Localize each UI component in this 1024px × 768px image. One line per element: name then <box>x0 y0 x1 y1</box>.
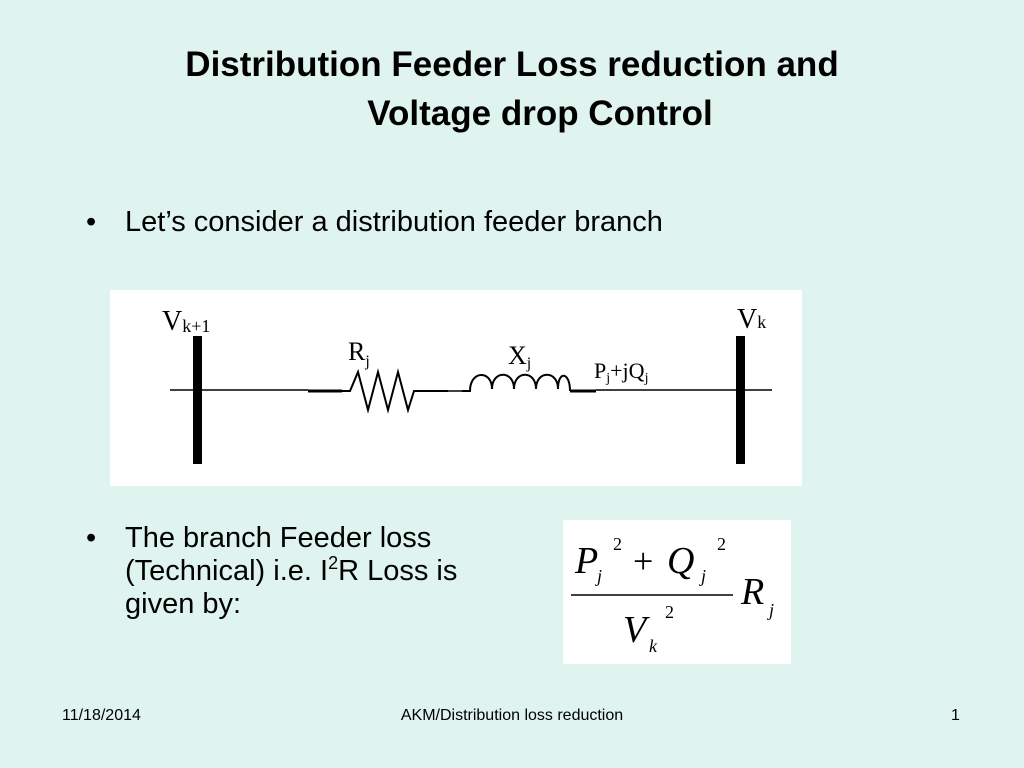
slide-title: Distribution Feeder Loss reduction and V… <box>0 40 1024 138</box>
formula-plus: + <box>633 541 653 581</box>
title-line-2: Voltage drop Control <box>367 94 713 133</box>
superscript-2: 2 <box>328 553 339 573</box>
footer-title: AKM/Distribution loss reduction <box>400 707 624 724</box>
bus-bar-left <box>193 336 202 464</box>
loss-formula: P j 2 + Q j 2 V k 2 R j <box>563 520 791 664</box>
formula-r: R <box>740 571 764 613</box>
bullet-marker: • <box>86 206 97 238</box>
circuit-svg: Vk+1 Vk Rj Xj Pj+jQj <box>162 304 772 464</box>
formula-r-sub: j <box>767 600 774 620</box>
formula-v-exp: 2 <box>665 602 674 622</box>
footer-page-number: 1 <box>951 707 960 724</box>
formula-p: P <box>574 540 598 582</box>
bullet-text-line-2: (Technical) i.e. I2R Loss is <box>125 553 458 587</box>
formula-p-exp: 2 <box>613 534 622 554</box>
label-v-left: Vk+1 <box>162 306 210 337</box>
formula-denominator: V k 2 <box>623 602 674 656</box>
bullet-text-line-1: The branch Feeder loss <box>125 522 432 554</box>
resistor-symbol <box>342 368 448 414</box>
bus-bar-right <box>736 336 745 464</box>
footer-date: 11/18/2014 <box>62 707 141 724</box>
label-resistor: Rj <box>348 337 370 370</box>
circuit-diagram: Vk+1 Vk Rj Xj Pj+jQj <box>110 290 802 486</box>
bullet-marker: • <box>86 522 97 554</box>
formula-v-sub: k <box>649 636 658 656</box>
formula-q-sub: j <box>699 566 706 586</box>
formula-q: Q <box>667 540 694 582</box>
label-v-right: Vk <box>737 304 766 335</box>
formula-p-sub: j <box>595 566 602 586</box>
formula-numerator: P j 2 + Q j 2 <box>574 534 726 586</box>
title-line-1: Distribution Feeder Loss reduction and <box>185 45 839 84</box>
formula-resistance: R j <box>740 571 774 620</box>
formula-v: V <box>623 609 650 651</box>
label-reactance: Xj <box>508 341 531 372</box>
reactance-symbol <box>462 373 571 392</box>
bullet-feeder-branch: • Let’s consider a distribution feeder b… <box>86 206 663 239</box>
bullet-text-line-3: given by: <box>125 588 242 620</box>
label-power: Pj+jQj <box>594 358 648 386</box>
bullet-feeder-loss: • The branch Feeder loss (Technical) i.e… <box>86 522 545 621</box>
formula-q-exp: 2 <box>717 534 726 554</box>
formula-svg: P j 2 + Q j 2 V k 2 R j <box>571 534 774 656</box>
bullet-text: Let’s consider a distribution feeder bra… <box>125 206 663 238</box>
